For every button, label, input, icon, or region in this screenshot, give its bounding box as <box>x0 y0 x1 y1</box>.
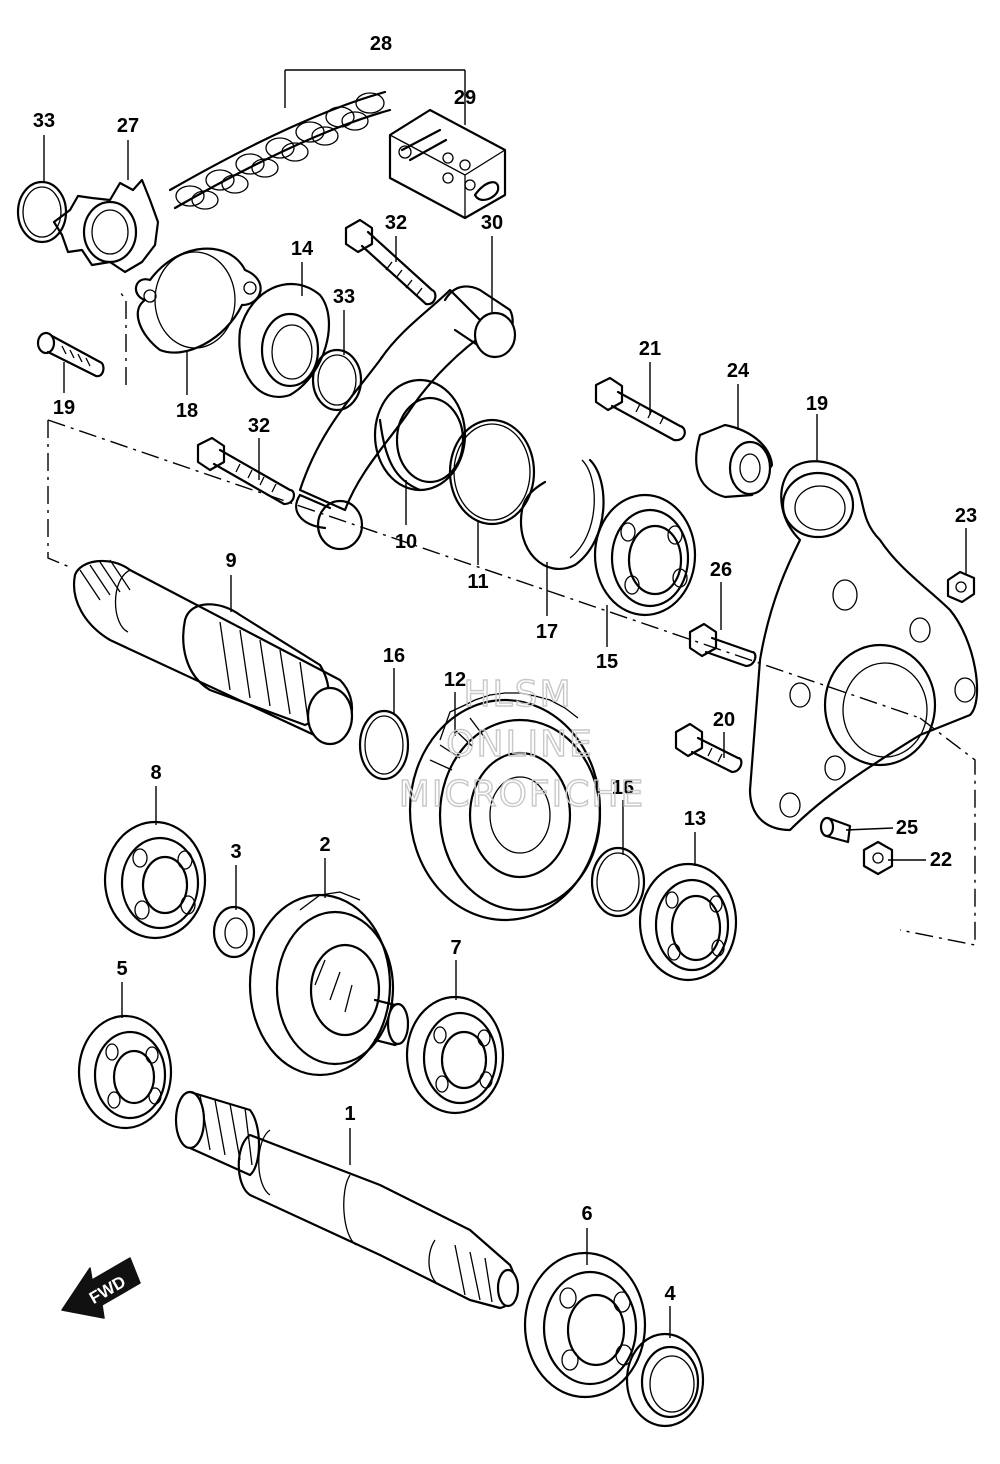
gear-12[interactable] <box>408 692 602 922</box>
bearing-8[interactable] <box>103 820 207 940</box>
circlip-16-b[interactable] <box>590 846 646 918</box>
callout-18: 18 <box>176 400 198 422</box>
callout-30: 29 <box>454 87 476 109</box>
callout-32-a: 32 <box>385 212 407 234</box>
ring-10[interactable] <box>373 378 467 492</box>
callout-20: 19 <box>806 393 828 415</box>
bearing-7[interactable] <box>405 995 505 1115</box>
callout-11: 11 <box>467 571 488 593</box>
shaft-9[interactable] <box>72 559 354 746</box>
bearing-13[interactable] <box>638 862 738 982</box>
washer-3[interactable] <box>212 905 256 959</box>
bolt-27[interactable] <box>688 622 757 668</box>
screw-19[interactable] <box>36 331 105 378</box>
sprocket-28[interactable] <box>52 178 160 274</box>
bolt-22[interactable] <box>594 376 686 442</box>
bolt-21[interactable] <box>674 722 743 774</box>
bearing-15[interactable] <box>593 493 697 617</box>
assembly-outline <box>47 291 976 946</box>
callout-25: 24 <box>727 360 750 382</box>
nut-24[interactable] <box>946 570 976 604</box>
callout-14: 14 <box>291 238 314 260</box>
callout-10: 10 <box>395 531 417 553</box>
callout-9: 9 <box>225 550 236 572</box>
chain-joint-30[interactable] <box>388 108 507 220</box>
circlip-33-a[interactable] <box>16 180 68 244</box>
callout-15: 15 <box>596 651 618 673</box>
callout-labels: 28 29 33 27 14 32 30 33 18 19 32 10 11 1… <box>33 33 977 1305</box>
callout-27: 26 <box>710 559 732 581</box>
callout-17: 17 <box>536 621 558 643</box>
callout-21: 20 <box>713 709 735 731</box>
callout-28: 27 <box>117 115 139 137</box>
oil-seal-4[interactable] <box>625 1332 705 1428</box>
circlip-16-a[interactable] <box>358 709 410 781</box>
shaft-1[interactable] <box>174 1090 520 1310</box>
callout-3: 3 <box>230 841 241 863</box>
leader-lines <box>43 69 967 1338</box>
watermark-line-2: ONLINE <box>446 724 594 765</box>
o-ring-11[interactable] <box>448 418 536 526</box>
callout-16-a: 16 <box>383 645 405 667</box>
chain-29[interactable] <box>168 90 392 210</box>
gasket-18[interactable] <box>134 247 262 354</box>
callout-31: 30 <box>481 212 503 234</box>
plate-14[interactable] <box>238 282 330 398</box>
callout-24: 23 <box>955 505 977 527</box>
callout-5: 5 <box>116 958 127 980</box>
callout-32-b: 32 <box>248 415 270 437</box>
bolt-32-b[interactable] <box>196 436 296 506</box>
circlip-33-b[interactable] <box>311 348 363 412</box>
bearing-5[interactable] <box>77 1014 173 1130</box>
callout-29: 28 <box>370 33 392 55</box>
dowel-26[interactable] <box>819 816 852 844</box>
watermark-line-3: MICROFICHE <box>399 774 645 815</box>
callout-23: 22 <box>930 849 952 871</box>
callout-19: 19 <box>53 397 75 419</box>
callout-6: 6 <box>581 1203 592 1225</box>
housing-20[interactable] <box>748 460 979 832</box>
callout-16-b: 16 <box>612 777 634 799</box>
collar-25[interactable] <box>695 423 774 499</box>
bearing-6[interactable] <box>523 1251 647 1399</box>
watermark: HLSM ONLINE MICROFICHE <box>398 673 645 815</box>
fwd-arrow-icon: FWD <box>61 1257 141 1319</box>
callout-22: 21 <box>639 338 661 360</box>
nut-23[interactable] <box>862 840 894 876</box>
watermark-line-1: HLSM <box>463 674 572 715</box>
gear-2[interactable] <box>248 891 410 1077</box>
callout-12: 12 <box>444 669 466 691</box>
bolt-32-a[interactable] <box>344 218 437 306</box>
callout-33-a: 33 <box>33 110 55 132</box>
callout-26: 25 <box>896 817 918 839</box>
callout-33-b: 33 <box>333 286 355 308</box>
callout-1: 1 <box>344 1103 355 1125</box>
callout-13: 13 <box>684 808 706 830</box>
callout-8: 8 <box>150 762 161 784</box>
callout-4: 4 <box>664 1283 676 1305</box>
callout-2: 2 <box>319 834 330 856</box>
callout-7: 7 <box>450 937 461 959</box>
